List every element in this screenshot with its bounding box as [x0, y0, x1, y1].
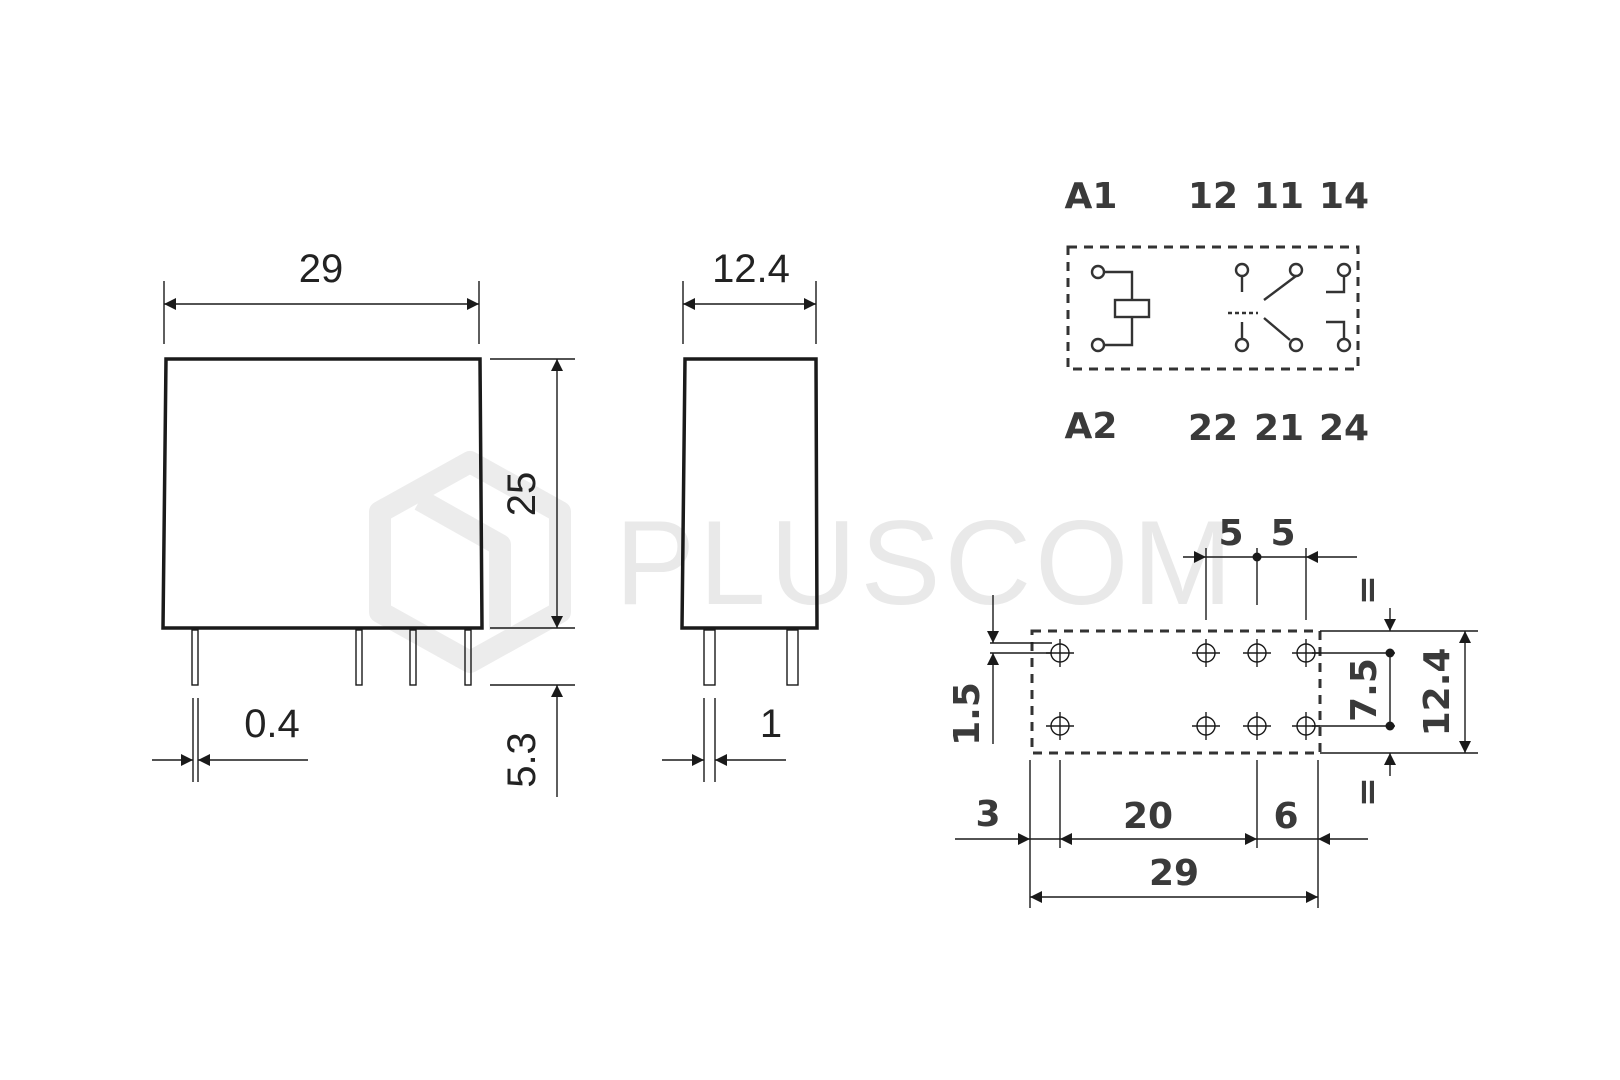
side-view-body [680, 357, 819, 630]
terminal-label-21: 21 [1254, 408, 1304, 449]
pin-width-label: 1 [760, 702, 782, 746]
terminal-label-14: 14 [1319, 176, 1369, 217]
coil-icon [1090, 264, 1151, 353]
hole-icon [1243, 639, 1271, 667]
hole-icon [1192, 712, 1220, 740]
edge-right-label: 6 [1273, 796, 1298, 837]
footprint-outline [1030, 629, 1322, 755]
terminal-label-12: 12 [1188, 176, 1238, 217]
terminal-label-24: 24 [1319, 408, 1369, 449]
pcb-footprint: 5 5 1.5 = = 7.5 12.4 3 20 [947, 513, 1478, 908]
footprint-width-label: 12.4 [1417, 648, 1458, 737]
watermark-text: PLUSCOM [615, 496, 1236, 630]
equal-mark-bottom: = [1347, 777, 1388, 807]
pitch-left-label: 5 [1218, 513, 1243, 554]
terminal-label-a1: A1 [1065, 176, 1118, 217]
front-view-body [161, 357, 484, 630]
terminal-label-22: 22 [1188, 408, 1238, 449]
contact-set-1-icon [1234, 262, 1352, 301]
footprint-length-label: 29 [1149, 853, 1199, 894]
watermark: PLUSCOM [369, 451, 1236, 673]
footprint-holes [1046, 639, 1320, 740]
row-spacing-label: 7.5 [1344, 658, 1385, 722]
schematic-housing-outline [1066, 245, 1360, 371]
equal-mark-top: = [1347, 575, 1388, 605]
hole-icon [1192, 639, 1220, 667]
span-label: 20 [1123, 796, 1173, 837]
side-width-label: 12.4 [712, 247, 790, 291]
pin-thickness-label: 0.4 [244, 702, 300, 746]
front-view: 29 25 5.3 0.4 [152, 247, 575, 797]
terminal-label-a2: A2 [1065, 406, 1118, 447]
side-view: 12.4 1 [662, 247, 819, 782]
contact-schematic: A1 12 11 14 [1065, 176, 1370, 449]
front-view-pins [191, 629, 472, 686]
terminal-label-11: 11 [1254, 176, 1304, 217]
edge-left-label: 3 [975, 794, 1000, 835]
hole-icon [1046, 712, 1074, 740]
front-width-label: 29 [299, 247, 344, 291]
contact-set-2-icon [1234, 317, 1352, 353]
pitch-right-label: 5 [1270, 513, 1295, 554]
front-height-label: 25 [500, 472, 544, 517]
side-view-pins [703, 629, 799, 686]
hole-icon [1243, 712, 1271, 740]
hole-offset-label: 1.5 [947, 682, 988, 746]
pin-length-label: 5.3 [500, 732, 544, 788]
